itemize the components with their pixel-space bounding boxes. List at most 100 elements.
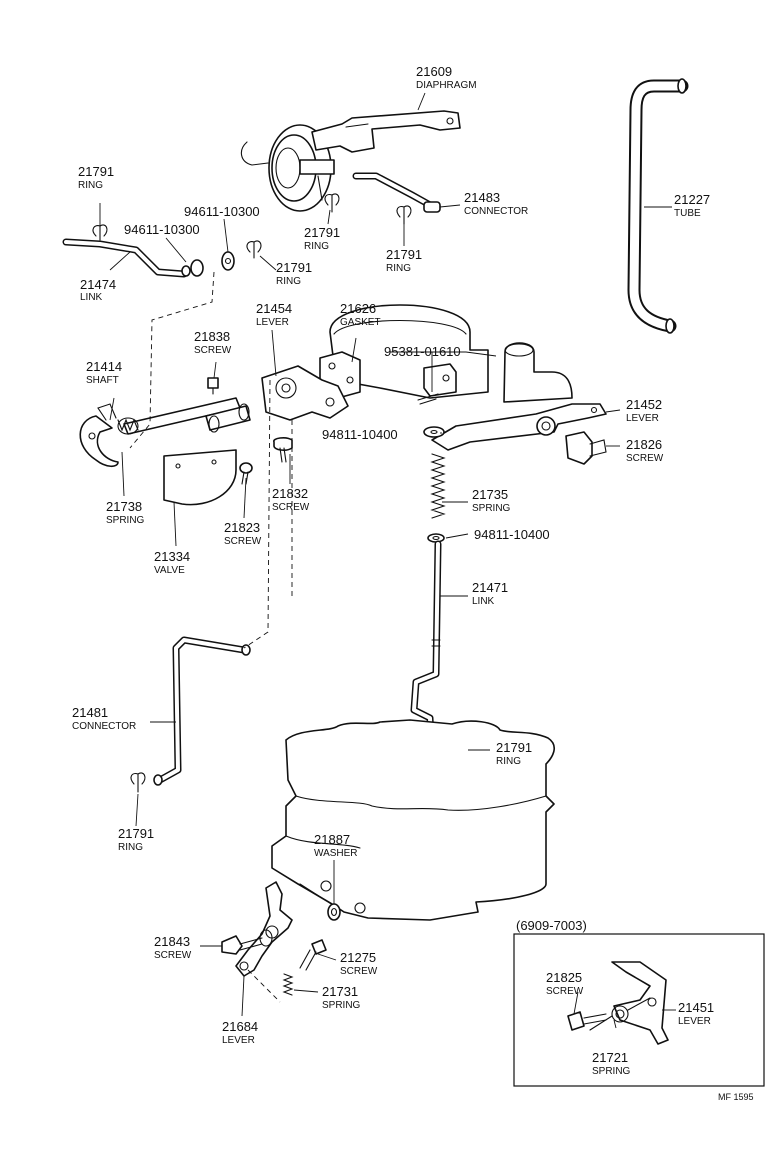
washers-spring-part: [423, 426, 446, 543]
part-number: 21454: [256, 301, 292, 316]
callout-21483: 21483 CONNECTOR: [464, 190, 528, 217]
lever-21452-part: [431, 403, 607, 451]
part-number: 21791: [78, 164, 114, 179]
part-number: 21887: [314, 832, 350, 847]
part-name: RING: [386, 263, 411, 274]
callout-21474: 21474 LINK: [80, 277, 116, 303]
part-name: SPRING: [322, 1000, 361, 1011]
part-number: 94811-10400: [322, 427, 398, 442]
valve-part: [163, 449, 237, 506]
callout-21826: 21826 SCREW: [626, 437, 664, 464]
inset-box: [513, 933, 765, 1087]
link-21474-part: [62, 238, 235, 278]
part-name: SPRING: [472, 503, 511, 514]
part-number: 21843: [154, 934, 190, 949]
part-name: CONNECTOR: [464, 206, 528, 217]
part-name: GASKET: [340, 317, 381, 328]
part-number: 21731: [322, 984, 358, 999]
part-name: SCREW: [154, 950, 192, 961]
callout-21609: 21609 DIAPHRAGM: [416, 64, 477, 91]
part-name: CONNECTOR: [72, 721, 136, 732]
part-number: 21735: [472, 487, 508, 502]
part-name: RING: [118, 842, 143, 853]
callout-21791-c: 21791 RING: [276, 260, 312, 287]
part-number: 21275: [340, 950, 376, 965]
callout-21684: 21684 LEVER: [222, 1019, 258, 1046]
part-name: SHAFT: [86, 375, 119, 386]
part-name: SCREW: [272, 502, 310, 513]
carburetor-body-part: [271, 719, 556, 921]
callout-21414: 21414 SHAFT: [86, 359, 122, 386]
part-number: 21684: [222, 1019, 258, 1034]
part-name: RING: [276, 276, 301, 287]
part-number: 21451: [678, 1000, 714, 1015]
part-number: 21227: [674, 192, 710, 207]
part-name: SCREW: [194, 345, 232, 356]
callout-21731: 21731 SPRING: [322, 984, 361, 1011]
callout-21791-d: 21791 RING: [386, 247, 422, 274]
part-number: 21832: [272, 486, 308, 501]
part-name: LEVER: [222, 1035, 255, 1046]
callout-21823: 21823 SCREW: [224, 520, 262, 547]
callout-95381-01610: 95381-01610: [384, 344, 461, 359]
part-name: TUBE: [674, 208, 701, 219]
callout-94611-10300-b: 94611-10300: [124, 222, 200, 237]
callout-21887: 21887 WASHER: [314, 832, 358, 859]
part-name: VALVE: [154, 565, 185, 576]
callout-21471: 21471 LINK: [472, 580, 508, 607]
callout-21791-a: 21791 RING: [78, 164, 114, 191]
part-number: 21483: [464, 190, 500, 205]
callout-94811-10400-b: 94811-10400: [474, 527, 550, 542]
callout-21791-e: 21791 RING: [496, 740, 532, 767]
part-number: 21791: [304, 225, 340, 240]
part-name: LEVER: [626, 413, 659, 424]
part-name: LEVER: [256, 317, 289, 328]
part-name: LINK: [472, 596, 495, 607]
part-number: 94611-10300: [184, 204, 260, 219]
callout-21832: 21832 SCREW: [272, 486, 310, 513]
callout-21275: 21275 SCREW: [340, 950, 378, 977]
callout-94811-10400-a: 94811-10400: [322, 427, 398, 442]
inset-label: (6909-7003): [516, 918, 587, 933]
part-name: WASHER: [314, 848, 358, 859]
part-name: RING: [304, 241, 329, 252]
diaphragm-part: [240, 110, 461, 212]
leader-lines: [99, 92, 676, 1029]
callout-21481: 21481 CONNECTOR: [72, 705, 136, 732]
connector-21481-part: [153, 636, 251, 786]
part-number: 21823: [224, 520, 260, 535]
part-number: 21826: [626, 437, 662, 452]
callout-21838: 21838 SCREW: [194, 329, 232, 356]
callout-21626: 21626 GASKET: [340, 301, 381, 328]
part-name: SCREW: [626, 453, 664, 464]
part-name: SPRING: [106, 515, 145, 526]
part-name: SPRING: [592, 1066, 631, 1077]
callout-21735: 21735 SPRING: [472, 487, 511, 514]
part-number: 21738: [106, 499, 142, 514]
callout-21452: 21452 LEVER: [626, 397, 662, 424]
part-number: 21791: [386, 247, 422, 262]
callout-94611-10300-a: 94611-10300: [184, 204, 260, 219]
callout-21227: 21227 TUBE: [674, 192, 710, 219]
part-number: 21791: [276, 260, 312, 275]
part-name: RING: [496, 756, 521, 767]
callout-21721: 21721 SPRING: [592, 1050, 631, 1077]
part-number: 21626: [340, 301, 376, 316]
callout-21334: 21334 VALVE: [154, 549, 190, 576]
callout-21454: 21454 LEVER: [256, 301, 292, 328]
part-name: SCREW: [224, 536, 262, 547]
part-number: 21791: [496, 740, 532, 755]
part-name: DIAPHRAGM: [416, 80, 477, 91]
part-number: 21721: [592, 1050, 628, 1065]
part-number: 21609: [416, 64, 452, 79]
part-number: 94611-10300: [124, 222, 200, 237]
screws: [207, 377, 607, 485]
part-number: 21825: [546, 970, 582, 985]
part-name: SCREW: [546, 986, 584, 997]
tube-part: [627, 78, 689, 334]
part-name: RING: [78, 180, 103, 191]
callout-21825: 21825 SCREW: [546, 970, 584, 997]
callout-21451: 21451 LEVER: [678, 1000, 714, 1027]
part-number: 21481: [72, 705, 108, 720]
